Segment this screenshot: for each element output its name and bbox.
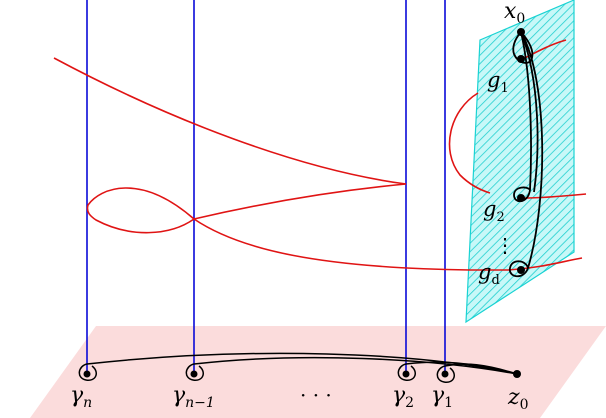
curve-bottom-branch: [193, 218, 583, 271]
vertical-dots: ⋮: [495, 233, 515, 257]
label-gamma-1: γ1: [431, 383, 453, 411]
base-loops: [78, 352, 518, 383]
curve-mid-right: [522, 193, 587, 199]
label-g1: g1: [487, 68, 509, 96]
label-gamma-n: γn: [70, 383, 92, 411]
point-gd: [517, 266, 525, 274]
curve-top-right: [522, 39, 567, 60]
point-g2: [517, 194, 525, 202]
basepoint-z0: [513, 370, 521, 378]
label-x0: x0: [504, 0, 525, 27]
label-z0: z0: [507, 385, 529, 413]
loop-path-g1: [512, 31, 534, 64]
labels: x0 g1 g2 ⋮ gd γn γn−1 · · · γ2 γ1 z0: [70, 0, 529, 413]
label-g2: g2: [483, 197, 505, 225]
loop-path-gd: [509, 31, 544, 278]
curve-loop: [86, 187, 195, 234]
vertical-lines: [86, 0, 446, 374]
point-g1: [517, 55, 525, 63]
loop-path-g2: [513, 31, 532, 203]
point-gamma-2: [402, 370, 410, 378]
red-curve: [53, 39, 587, 271]
base-points: [83, 370, 521, 378]
point-gamma-n: [83, 370, 91, 378]
point-gamma-1: [441, 370, 449, 378]
curve-fold: [448, 92, 491, 194]
label-gamma-n-minus-1: γn−1: [172, 383, 215, 411]
base-loop-gamma-n: [78, 352, 518, 381]
base-plane: [30, 326, 606, 418]
fiber-plane: [465, 0, 575, 324]
horizontal-dots: · · ·: [300, 383, 332, 407]
fiber-loops: [509, 31, 544, 278]
label-gamma-2: γ2: [392, 383, 414, 411]
basepoint-x0: [517, 28, 525, 36]
curve-upper-branch: [53, 57, 407, 185]
curve-lower-to-node: [193, 183, 407, 220]
point-gamma-n-minus-1: [190, 370, 198, 378]
fiber-points: [517, 28, 525, 274]
label-gd: gd: [478, 260, 500, 288]
loop-path-g2-alt: [520, 31, 539, 193]
base-loop-gamma-1: [436, 363, 518, 383]
